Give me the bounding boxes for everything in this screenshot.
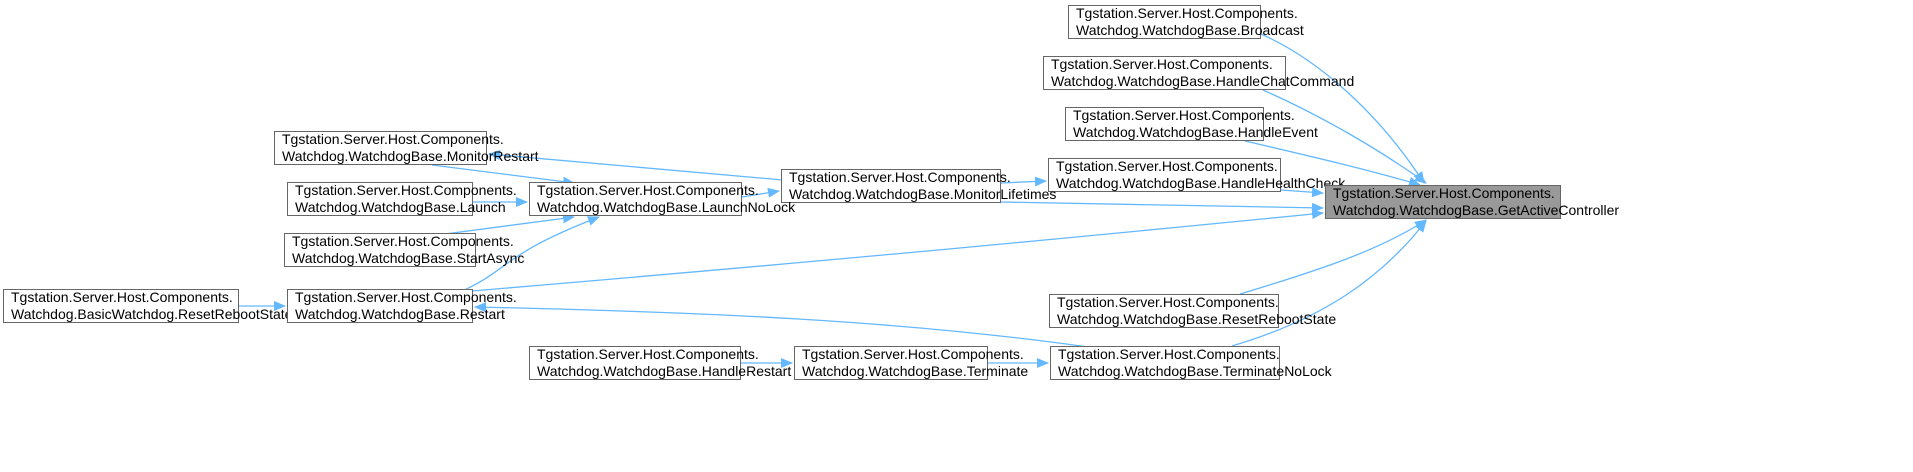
node-broadcast[interactable]: Tgstation.Server.Host.Components. Watchd…	[1068, 5, 1304, 39]
edge-terminatenolock-to-restart	[474, 302, 1096, 349]
node-monitor-lifetimes[interactable]: Tgstation.Server.Host.Components. Watchd…	[781, 169, 1057, 203]
node-method-label: Watchdog.WatchdogBase.StartAsync	[292, 250, 525, 266]
node-handle-restart[interactable]: Tgstation.Server.Host.Components. Watchd…	[529, 346, 792, 380]
node-namespace-label: Tgstation.Server.Host.Components.	[1058, 346, 1280, 362]
node-method-label: Watchdog.BasicWatchdog.ResetRebootState	[11, 306, 293, 322]
node-terminate[interactable]: Tgstation.Server.Host.Components. Watchd…	[794, 346, 1029, 380]
node-namespace-label: Tgstation.Server.Host.Components.	[1076, 5, 1298, 21]
node-method-label: Watchdog.WatchdogBase.GetActiveControlle…	[1333, 202, 1620, 218]
node-namespace-label: Tgstation.Server.Host.Components.	[1056, 158, 1278, 174]
node-namespace-label: Tgstation.Server.Host.Components.	[1051, 56, 1273, 72]
node-method-label: Watchdog.WatchdogBase.MonitorRestart	[282, 148, 539, 164]
node-launch-no-lock[interactable]: Tgstation.Server.Host.Components. Watchd…	[529, 182, 796, 216]
node-method-label: Watchdog.WatchdogBase.MonitorLifetimes	[789, 186, 1057, 202]
node-terminate-no-lock[interactable]: Tgstation.Server.Host.Components. Watchd…	[1050, 346, 1332, 380]
edge-monitorlife-to-monitorrestart	[488, 149, 784, 181]
node-monitor-restart[interactable]: Tgstation.Server.Host.Components. Watchd…	[274, 131, 539, 165]
node-namespace-label: Tgstation.Server.Host.Components.	[11, 289, 233, 305]
edge-startasync-to-launchnolock	[429, 213, 575, 237]
node-method-label: Watchdog.WatchdogBase.TerminateNoLock	[1058, 363, 1332, 379]
node-restart[interactable]: Tgstation.Server.Host.Components. Watchd…	[287, 289, 517, 323]
node-handle-health-check[interactable]: Tgstation.Server.Host.Components. Watchd…	[1048, 158, 1346, 192]
node-method-label: Watchdog.WatchdogBase.LaunchNoLock	[537, 199, 796, 215]
node-launch[interactable]: Tgstation.Server.Host.Components. Watchd…	[287, 182, 517, 216]
node-method-label: Watchdog.WatchdogBase.ResetRebootState	[1057, 311, 1337, 327]
edge-restart-to-launchnolock	[459, 216, 600, 293]
edge-launchnolock-to-monitorlife	[741, 187, 780, 198]
node-namespace-label: Tgstation.Server.Host.Components.	[295, 289, 517, 305]
edge-handleevent-to-getactive	[1244, 140, 1421, 187]
node-namespace-label: Tgstation.Server.Host.Components.	[1333, 185, 1555, 201]
edge-restart-to-getactive	[459, 209, 1324, 293]
node-get-active-controller: Tgstation.Server.Host.Components. Watchd…	[1325, 185, 1620, 219]
node-namespace-label: Tgstation.Server.Host.Components.	[537, 346, 759, 362]
node-method-label: Watchdog.WatchdogBase.HandleChatCommand	[1051, 73, 1355, 89]
node-start-async[interactable]: Tgstation.Server.Host.Components. Watchd…	[284, 233, 525, 267]
node-method-label: Watchdog.WatchdogBase.HandleEvent	[1073, 124, 1318, 140]
node-namespace-label: Tgstation.Server.Host.Components.	[802, 346, 1024, 362]
node-namespace-label: Tgstation.Server.Host.Components.	[1057, 294, 1279, 310]
node-method-label: Watchdog.WatchdogBase.Terminate	[802, 363, 1029, 379]
edge-handlechat-to-getactive	[1262, 89, 1427, 184]
node-basic-watchdog-reset-reboot-state[interactable]: Tgstation.Server.Host.Components. Watchd…	[3, 289, 293, 323]
node-namespace-label: Tgstation.Server.Host.Components.	[282, 131, 504, 147]
node-namespace-label: Tgstation.Server.Host.Components.	[295, 182, 517, 198]
edge-broadcast-to-getactive	[1260, 33, 1425, 184]
node-method-label: Watchdog.WatchdogBase.Launch	[295, 199, 506, 215]
edge-monitorrestart-to-launchnolock	[431, 164, 575, 187]
node-reset-reboot-state[interactable]: Tgstation.Server.Host.Components. Watchd…	[1049, 294, 1337, 328]
node-namespace-label: Tgstation.Server.Host.Components.	[537, 182, 759, 198]
node-handle-chat-command[interactable]: Tgstation.Server.Host.Components. Watchd…	[1043, 56, 1355, 90]
edge-resetreboot-to-getactive	[1239, 219, 1427, 295]
node-namespace-label: Tgstation.Server.Host.Components.	[789, 169, 1011, 185]
node-namespace-label: Tgstation.Server.Host.Components.	[1073, 107, 1295, 123]
edge-healthcheck-to-getactive	[1280, 187, 1324, 198]
node-method-label: Watchdog.WatchdogBase.HandleRestart	[537, 363, 792, 379]
node-method-label: Watchdog.WatchdogBase.Restart	[295, 306, 505, 322]
node-namespace-label: Tgstation.Server.Host.Components.	[292, 233, 514, 249]
node-handle-event[interactable]: Tgstation.Server.Host.Components. Watchd…	[1065, 107, 1318, 141]
node-method-label: Watchdog.WatchdogBase.Broadcast	[1076, 22, 1304, 38]
edge-terminatenolock-to-getactive	[1231, 220, 1427, 347]
node-method-label: Watchdog.WatchdogBase.HandleHealthCheck	[1056, 175, 1346, 191]
edge-monitorlife-to-getactive	[1000, 201, 1324, 213]
edge-monitorlife-to-healthcheck	[1000, 176, 1047, 187]
